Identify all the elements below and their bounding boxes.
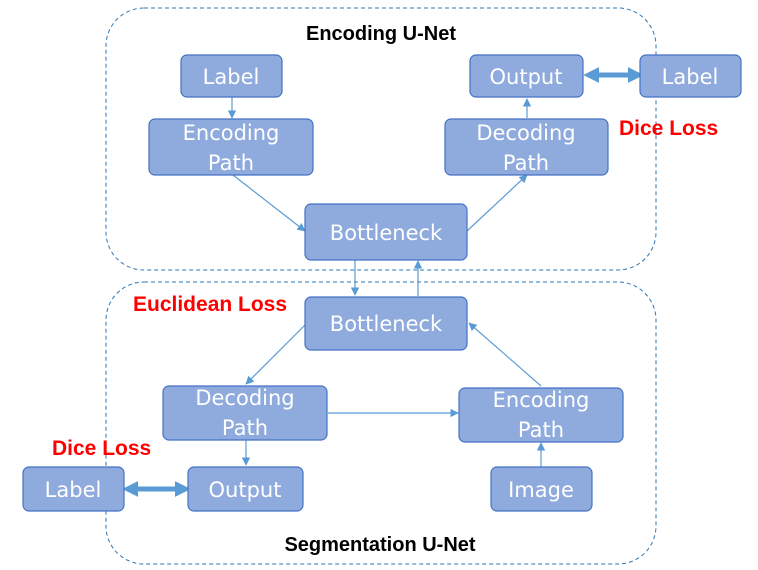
enc-decoding-path-node: Decoding Path [444, 118, 609, 176]
svg-text:Bottleneck: Bottleneck [330, 221, 443, 245]
svg-text:Encoding: Encoding [183, 121, 280, 145]
seg-bottleneck-node: Bottleneck [304, 296, 468, 351]
svg-text:Path: Path [503, 151, 549, 175]
enc-encoding-path-node: Encoding Path [148, 118, 314, 176]
svg-text:Image: Image [508, 478, 574, 502]
svg-text:Output: Output [490, 65, 563, 89]
svg-text:Bottleneck: Bottleneck [330, 312, 443, 336]
seg-label-node: Label [22, 466, 125, 512]
arrow-image-encoding-to-bottleneck [468, 322, 542, 387]
dice-loss-label-top: Dice Loss [619, 117, 718, 140]
enc-target-label-node: Label [639, 54, 742, 98]
svg-text:Path: Path [518, 418, 564, 442]
svg-text:Path: Path [222, 416, 268, 440]
segmentation-unet-region [105, 281, 657, 565]
svg-text:Label: Label [203, 65, 260, 89]
encoding-unet-region [105, 7, 657, 271]
enc-output-node: Output [469, 54, 584, 98]
seg-decoding-path-node: Decoding Path [162, 385, 328, 441]
enc-label-node: Label [180, 54, 283, 98]
svg-text:Path: Path [208, 151, 254, 175]
seg-encoding-path-node: Encoding Path [458, 387, 624, 443]
seg-image-node: Image [490, 466, 593, 512]
euclidean-loss-label: Euclidean Loss [133, 293, 287, 316]
encoding-unet-title: Encoding U-Net [306, 23, 456, 45]
svg-text:Decoding: Decoding [476, 121, 575, 145]
svg-text:Encoding: Encoding [493, 388, 590, 412]
svg-text:Output: Output [209, 478, 282, 502]
svg-text:Label: Label [662, 65, 719, 89]
arrow-bottleneck-to-seg-decoding-path [245, 324, 306, 385]
enc-bottleneck-node: Bottleneck [304, 203, 468, 261]
arrow-bottleneck-to-decoding-path [466, 174, 528, 232]
dice-loss-label-bottom: Dice Loss [52, 437, 151, 460]
svg-text:Decoding: Decoding [195, 386, 294, 410]
arrow-encoding-path-to-bottleneck [232, 174, 306, 232]
seg-output-node: Output [187, 466, 304, 512]
svg-text:Label: Label [45, 478, 102, 502]
segmentation-unet-title: Segmentation U-Net [284, 534, 475, 556]
